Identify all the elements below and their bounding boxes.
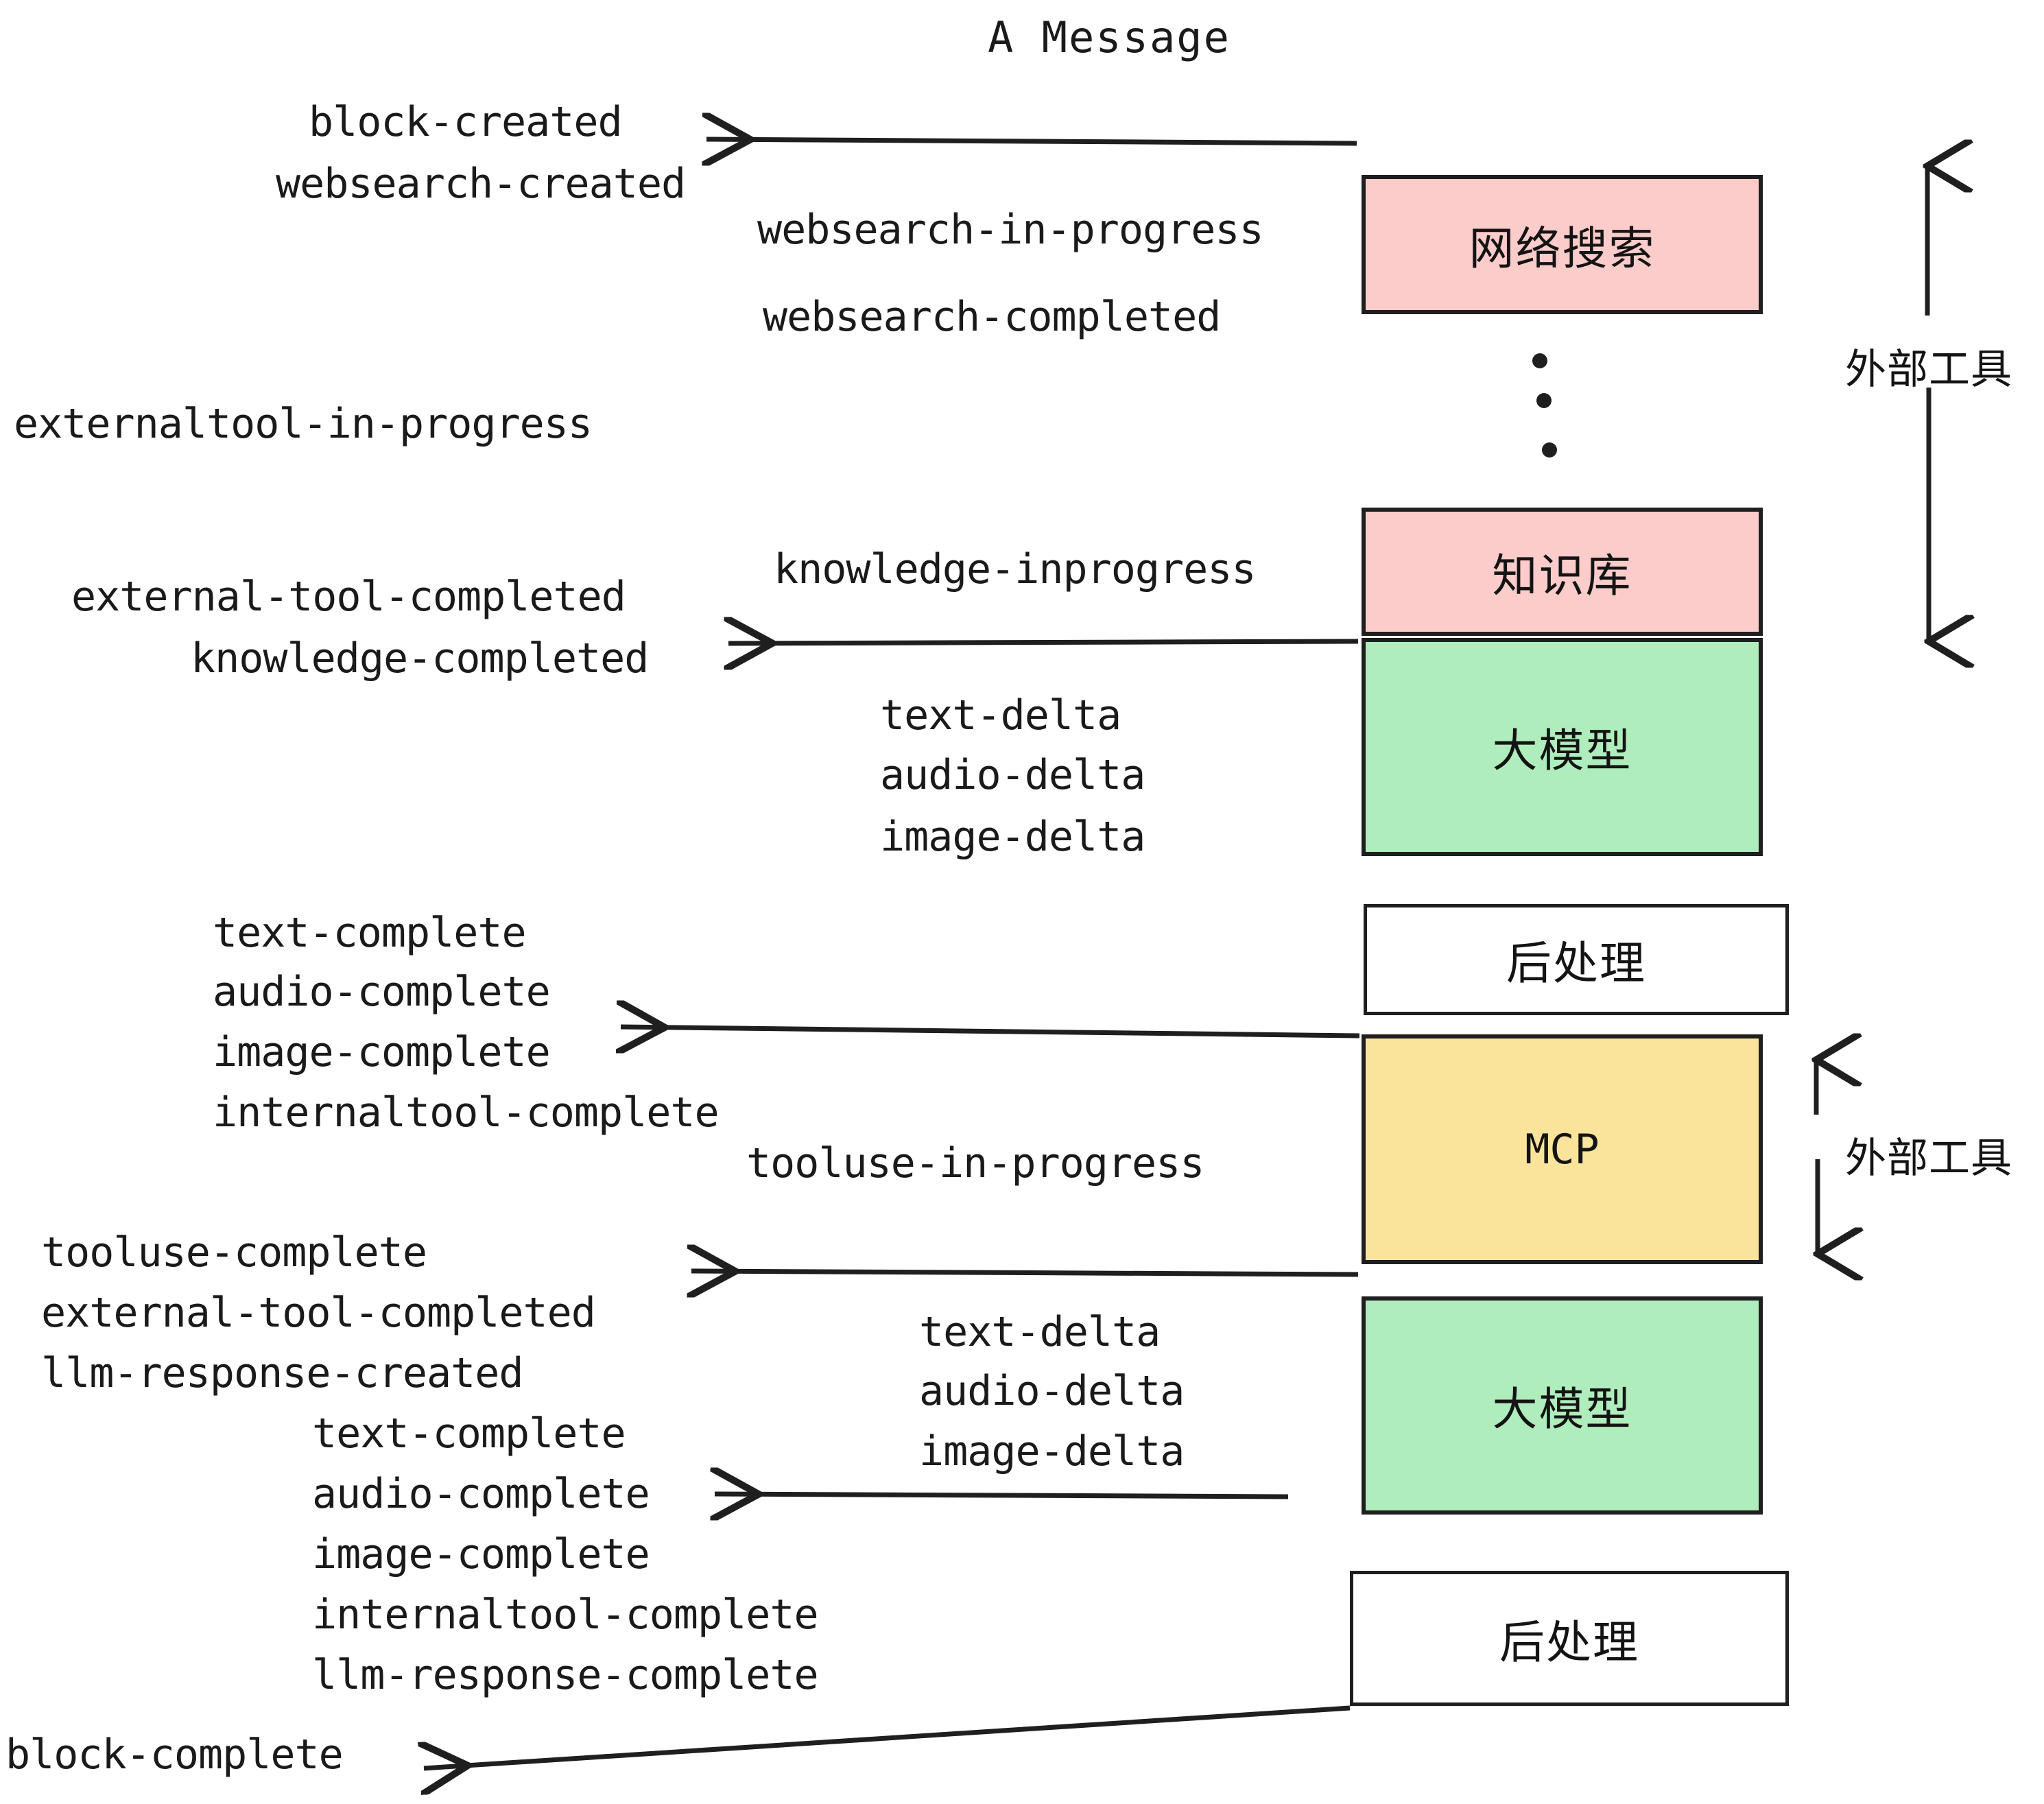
page-title: A Message bbox=[988, 12, 1231, 62]
event-label-llm-response-created: llm-response-created bbox=[41, 1349, 523, 1397]
side-label-external-tool-bottom: 外部工具 bbox=[1845, 1135, 2012, 1183]
event-label-text-complete-1: text-complete bbox=[213, 909, 527, 957]
node-box-llm-1[interactable]: 大模型 bbox=[1362, 638, 1763, 856]
event-label-knowledge-inprogress: knowledge-inprogress bbox=[774, 545, 1256, 593]
event-label-websearch-created: websearch-created bbox=[276, 160, 686, 208]
event-label-websearch-completed: websearch-completed bbox=[763, 293, 1221, 341]
event-label-tooluse-complete: tooluse-complete bbox=[41, 1229, 427, 1277]
arrow-mcp-to-tooluse-complete bbox=[691, 1271, 1359, 1274]
arrow-postprocess2-to-block-complete bbox=[424, 1705, 1351, 1768]
ellipsis-dot-3 bbox=[1542, 442, 1557, 458]
event-label-image-complete-2: image-complete bbox=[312, 1530, 650, 1578]
event-label-externaltool-in-progress: externaltool-in-progress bbox=[14, 400, 593, 448]
node-box-knowledge[interactable]: 知识库 bbox=[1362, 508, 1763, 636]
event-label-tooluse-in-progress: tooluse-in-progress bbox=[746, 1139, 1204, 1187]
event-label-websearch-in-progress: websearch-in-progress bbox=[757, 206, 1264, 254]
event-label-text-delta-2: text-delta bbox=[919, 1308, 1161, 1356]
event-label-knowledge-completed: knowledge-completed bbox=[191, 634, 649, 683]
event-label-llm-response-complete: llm-response-complete bbox=[312, 1651, 819, 1699]
event-label-block-complete: block-complete bbox=[5, 1731, 344, 1779]
node-box-postprocess-2[interactable]: 后处理 bbox=[1350, 1571, 1789, 1706]
node-box-mcp[interactable]: MCP bbox=[1362, 1034, 1763, 1264]
event-label-image-complete-1: image-complete bbox=[213, 1028, 551, 1076]
event-label-audio-delta-2: audio-delta bbox=[919, 1367, 1185, 1415]
event-label-internaltool-complete-2: internaltool-complete bbox=[312, 1591, 819, 1639]
event-label-image-delta-1: image-delta bbox=[880, 813, 1145, 861]
event-label-text-delta-1: text-delta bbox=[880, 691, 1121, 739]
event-label-internaltool-complete-1: internaltool-complete bbox=[213, 1089, 720, 1137]
event-label-block-created: block-created bbox=[309, 98, 623, 146]
event-label-text-complete-2: text-complete bbox=[312, 1410, 626, 1458]
arrow-websearch-to-block-created bbox=[706, 139, 1357, 143]
event-label-audio-delta-1: audio-delta bbox=[880, 751, 1145, 799]
node-box-llm-2[interactable]: 大模型 bbox=[1362, 1296, 1763, 1515]
ellipsis-dot-1 bbox=[1532, 353, 1547, 368]
node-box-postprocess-1[interactable]: 后处理 bbox=[1364, 904, 1789, 1015]
arrow-knowledge-to-completed bbox=[728, 641, 1359, 643]
event-label-audio-complete-2: audio-complete bbox=[312, 1470, 650, 1518]
ellipsis-dot-2 bbox=[1536, 393, 1552, 408]
arrow-llm2-to-audio-complete bbox=[715, 1494, 1289, 1497]
event-label-audio-complete-1: audio-complete bbox=[213, 968, 551, 1016]
side-label-external-tool-top: 外部工具 bbox=[1845, 346, 2012, 394]
node-box-websearch[interactable]: 网络搜索 bbox=[1362, 175, 1763, 314]
arrow-postprocess-to-image-complete bbox=[621, 1027, 1360, 1036]
event-label-image-delta-2: image-delta bbox=[919, 1427, 1185, 1475]
event-label-external-tool-completed-1: external-tool-completed bbox=[71, 573, 626, 621]
event-label-external-tool-completed-2: external-tool-completed bbox=[41, 1289, 596, 1337]
